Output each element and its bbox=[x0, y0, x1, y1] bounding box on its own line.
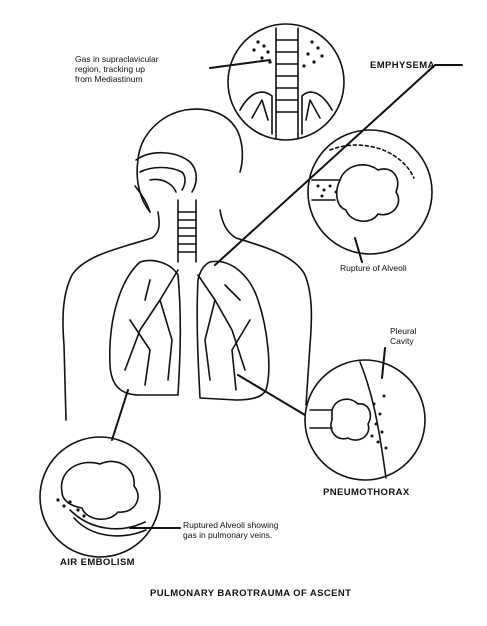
air-embolism-heading: AIR EMBOLISM bbox=[60, 557, 135, 568]
emphysema-heading: EMPHYSEMA bbox=[370, 60, 435, 71]
gas-dots bbox=[252, 40, 324, 68]
figure-title: PULMONARY BAROTRAUMA OF ASCENT bbox=[150, 588, 352, 599]
air-embolism-note-line-2: gas in pulmonary veins. bbox=[183, 530, 273, 540]
pleural-note-line-1: Pleural bbox=[390, 326, 417, 336]
pleural-cavity-note: Pleural Cavity bbox=[390, 326, 416, 346]
air-embolism-note: Ruptured Alveoli showing gas in pulmonar… bbox=[183, 520, 278, 540]
alveoli-rupture-note: Rupture of Alveoli bbox=[340, 263, 407, 273]
alveoli-inset bbox=[307, 129, 433, 255]
air-embolism-inset bbox=[39, 436, 161, 558]
callout-connectors bbox=[111, 59, 463, 529]
upper-airway bbox=[135, 151, 198, 193]
emphysema-note: Gas in supraclavicular region, tracking … bbox=[75, 54, 159, 84]
emphysema-inset bbox=[227, 23, 345, 141]
pneumothorax-inset bbox=[304, 359, 426, 481]
right-lung bbox=[196, 260, 270, 401]
emphysema-note-line-2: region, tracking up bbox=[75, 64, 145, 74]
trachea bbox=[177, 199, 197, 263]
pleural-note-line-2: Cavity bbox=[390, 336, 414, 346]
air-embolism-note-line-1: Ruptured Alveoli showing bbox=[183, 520, 279, 530]
torso-outline bbox=[62, 108, 313, 421]
emphysema-note-line-3: from Mediastinum bbox=[75, 74, 143, 84]
pneumothorax-heading: PNEUMOTHORAX bbox=[323, 487, 410, 498]
emphysema-note-line-1: Gas in supraclavicular bbox=[75, 54, 159, 64]
left-lung bbox=[108, 259, 182, 396]
